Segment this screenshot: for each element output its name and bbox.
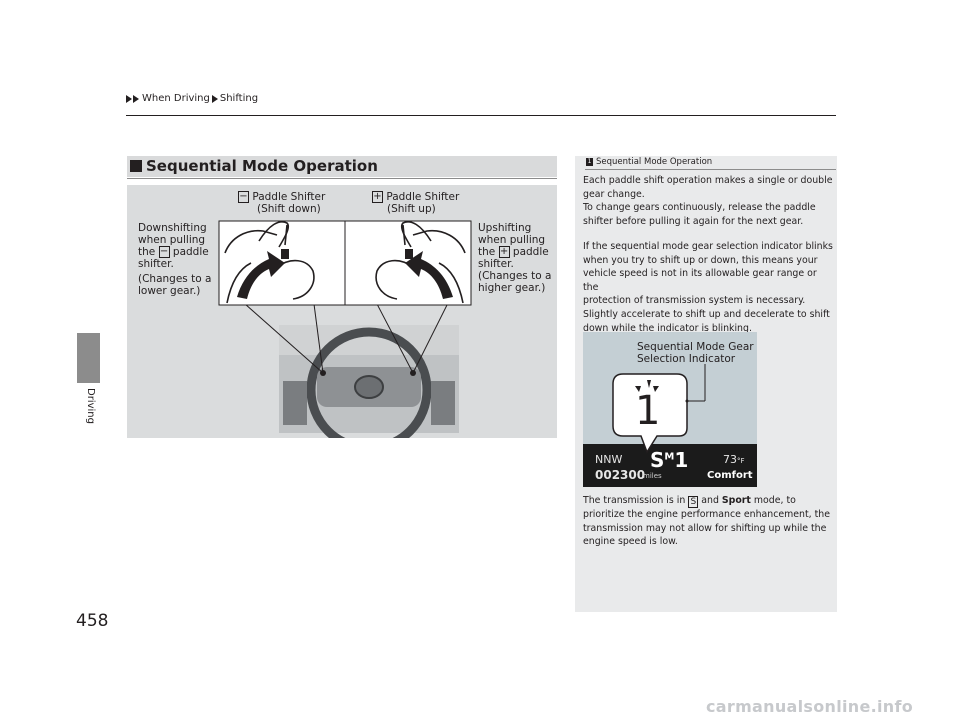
gear-number-large: 1 xyxy=(635,388,661,434)
gear-indicator-drawing xyxy=(583,364,757,487)
text-line: Each paddle shift operation makes a sing… xyxy=(583,175,833,186)
breadcrumb-item[interactable]: When Driving xyxy=(142,93,210,104)
upshift-line: higher gear.) xyxy=(478,282,546,294)
upshift-arrow-icon xyxy=(405,251,453,299)
downshift-caption: Downshifting when pulling the − paddle s… xyxy=(138,222,211,297)
minus-paddle-icon xyxy=(281,249,289,259)
compass-readout: NNW xyxy=(595,453,623,466)
text-line: shifter before pulling it again for the … xyxy=(583,215,804,227)
downshift-line: (Changes to a xyxy=(138,273,212,285)
note-number-icon: 1 xyxy=(586,158,593,166)
sport-mode-text: Sport xyxy=(721,495,751,506)
chapter-label: Driving xyxy=(85,388,96,424)
drive-mode-readout: Comfort xyxy=(707,470,753,481)
text-line: when you try to shift up or down, this m… xyxy=(583,254,818,266)
downshift-line: shifter. xyxy=(138,258,174,270)
text-line: protection of transmission system is nec… xyxy=(583,295,806,307)
text-line: vehicle speed is not in its allowable ge… xyxy=(583,268,817,293)
sidebar-rule xyxy=(585,169,836,170)
breadcrumb-arrow-icon xyxy=(126,94,132,103)
downshift-line: Downshifting xyxy=(138,222,207,234)
mode-letter: S xyxy=(650,448,665,472)
text-line: Slightly accelerate to shift up and dece… xyxy=(583,308,830,320)
breadcrumb-item[interactable]: Shifting xyxy=(219,93,259,104)
breadcrumb: When Driving Shifting xyxy=(126,93,258,104)
indicator-label: Sequential Mode Gear Selection Indicator xyxy=(637,341,754,365)
upshift-line: Upshifting xyxy=(478,222,532,234)
minus-paddle-label-line1: Paddle Shifter xyxy=(252,191,326,203)
text-line: engine speed is low. xyxy=(583,536,678,548)
plus-paddle-label-line1: Paddle Shifter xyxy=(386,191,460,203)
odometer-unit: miles xyxy=(643,472,662,480)
minus-paddle-label: − Paddle Shifter (Shift down) xyxy=(238,191,325,215)
sidebar-heading: 1 Sequential Mode Operation xyxy=(586,157,712,167)
header-rule xyxy=(126,115,836,116)
upshift-line: (Changes to a xyxy=(478,270,552,282)
plus-paddle-icon xyxy=(405,249,413,259)
plus-symbol: + xyxy=(372,191,383,203)
gear-number: 1 xyxy=(674,448,689,472)
text-line: prioritize the engine performance enhanc… xyxy=(583,509,831,520)
odometer-readout: 002300 xyxy=(595,468,646,482)
gear-indicator-illustration: 1 NNW 002300 miles SM1 73°F Comfort xyxy=(583,332,757,487)
text-line: If the sequential mode gear selection in… xyxy=(583,241,833,252)
section-header: Sequential Mode Operation xyxy=(127,156,557,177)
minus-symbol: − xyxy=(158,246,170,258)
upshift-line: shifter. xyxy=(478,258,514,270)
temperature-readout: 73°F xyxy=(723,453,745,466)
paddle-shifter-drawing xyxy=(218,220,472,453)
indicator-label-line: Sequential Mode Gear xyxy=(637,341,754,353)
section-rule xyxy=(127,178,557,179)
callout-bubble xyxy=(612,373,688,454)
sidebar-heading-text: Sequential Mode Operation xyxy=(596,157,713,167)
downshift-arrow-icon xyxy=(237,251,285,299)
chapter-tab xyxy=(77,333,100,383)
upshift-line: when pulling xyxy=(478,234,546,246)
breadcrumb-arrow-icon xyxy=(133,94,139,103)
mode-superscript: M xyxy=(664,451,675,463)
text-line: To change gears continuously, release th… xyxy=(583,202,816,214)
plus-paddle-label-line2: (Shift up) xyxy=(387,203,436,215)
instrument-display xyxy=(583,444,757,487)
breadcrumb-arrow-icon xyxy=(211,94,218,103)
upshift-caption: Upshifting when pulling the + paddle shi… xyxy=(478,222,551,294)
page-number: 458 xyxy=(76,611,109,631)
text-line: gear change. xyxy=(583,188,645,200)
text-line: transmission may not allow for shifting … xyxy=(583,522,827,534)
paddle-shifter-illustration: − Paddle Shifter (Shift down) + Paddle S… xyxy=(127,185,557,453)
downshift-line: the − paddle xyxy=(138,246,209,258)
downshift-line: lower gear.) xyxy=(138,285,201,297)
text-line: down while the indicator is blinking. xyxy=(583,322,752,334)
plus-symbol: + xyxy=(498,246,510,258)
blink-rays-icon xyxy=(635,380,659,392)
s-position-icon: S xyxy=(688,496,699,508)
section-bullet-icon xyxy=(130,160,142,172)
downshift-line: when pulling xyxy=(138,234,206,246)
sidebar-paragraph-2: If the sequential mode gear selection in… xyxy=(583,240,833,335)
minus-symbol: − xyxy=(238,191,249,203)
gear-mode-readout: SM1 xyxy=(650,448,688,472)
section-title: Sequential Mode Operation xyxy=(146,157,378,175)
upshift-line: the + paddle xyxy=(478,246,549,258)
text-line: The transmission is in S and Sport mode,… xyxy=(583,495,796,508)
sidebar-paragraph-1: Each paddle shift operation makes a sing… xyxy=(583,174,833,228)
watermark: carmanualsonline.info xyxy=(706,697,914,716)
plus-paddle-label: + Paddle Shifter (Shift up) xyxy=(372,191,459,215)
indicator-label-line: Selection Indicator xyxy=(637,353,736,365)
sidebar-paragraph-3: The transmission is in S and Sport mode,… xyxy=(583,494,833,549)
minus-paddle-label-line2: (Shift down) xyxy=(257,203,321,215)
